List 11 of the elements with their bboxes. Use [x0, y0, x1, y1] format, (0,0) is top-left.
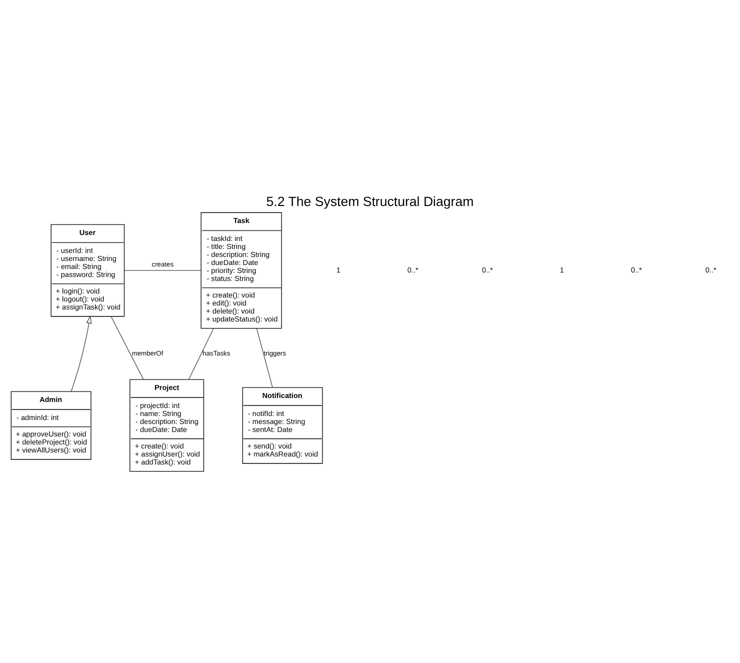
label: 0..*	[630, 264, 642, 274]
label: 1	[336, 264, 340, 274]
arrow	[70, 314, 92, 392]
connector	[188, 328, 214, 380]
connector	[110, 316, 144, 380]
diagram-title: 5.2 The System Structural Diagram	[266, 193, 474, 208]
label: 0..*	[482, 264, 493, 274]
connector	[256, 328, 273, 388]
label: 1	[560, 264, 564, 274]
label: 0..*	[407, 264, 418, 274]
label: 0..*	[705, 264, 716, 274]
